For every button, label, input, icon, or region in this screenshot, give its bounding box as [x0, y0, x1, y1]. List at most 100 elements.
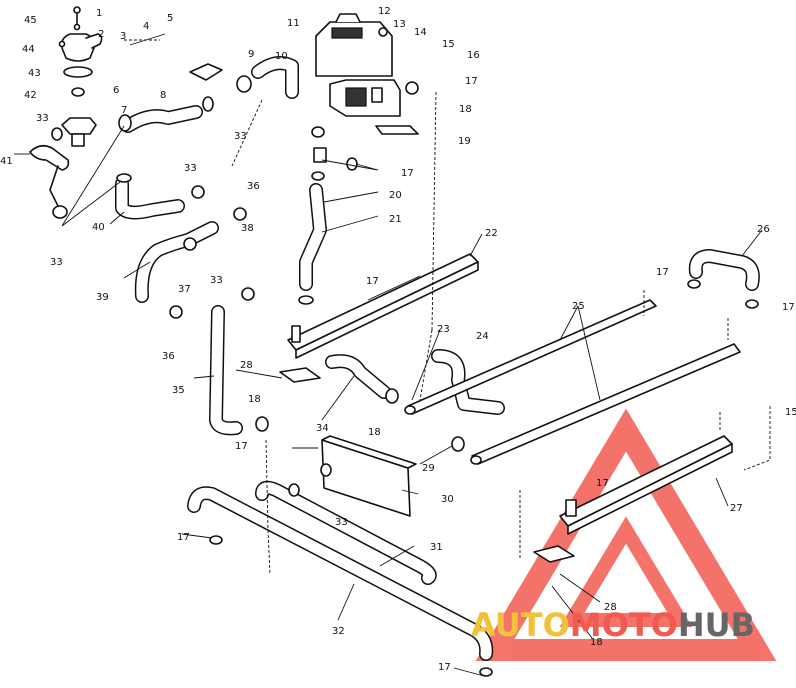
callout-number: 17 — [438, 662, 451, 673]
callout-number: 22 — [485, 228, 498, 239]
callout-number: 28 — [604, 602, 617, 613]
watermark-text-part1: AUTO — [471, 606, 570, 644]
callout-number: 43 — [28, 68, 41, 79]
leader-31 — [379, 545, 415, 567]
dash-lower-left — [265, 439, 271, 575]
watermark-inner-triangle — [559, 516, 693, 627]
dash-right-fittings — [643, 290, 729, 340]
leader-39 — [123, 261, 151, 279]
callout-number: 36 — [247, 181, 260, 192]
clamp-part-30 — [320, 463, 332, 477]
callout-number: 36 — [162, 351, 175, 362]
callout-number: 17 — [177, 532, 190, 543]
tank-neck-part-11 — [331, 27, 363, 39]
clamp-part-33b — [52, 205, 68, 219]
clamp-part-17b — [255, 416, 269, 432]
leader-17-lower-left — [181, 533, 213, 539]
callout-number: 6 — [113, 85, 119, 96]
clamp-hose-8-left — [118, 114, 132, 132]
callout-number: 15 — [785, 407, 796, 418]
callout-number: 16 — [467, 50, 480, 61]
callout-number: 44 — [22, 44, 35, 55]
callout-number: 33 — [36, 113, 49, 124]
callout-number: 33 — [210, 275, 223, 286]
plate-part-28b — [533, 545, 575, 563]
hose-tail-41 — [49, 165, 59, 207]
callout-number: 18 — [248, 394, 261, 405]
callout-number: 15 — [442, 39, 455, 50]
hose-part-35-fill — [210, 306, 242, 434]
callout-number: 21 — [389, 214, 402, 225]
bolt-part-45 — [58, 40, 66, 48]
hose-part-39-fill — [136, 222, 218, 302]
center-hoses — [115, 147, 358, 436]
exchanger-27-fitting — [565, 499, 577, 517]
callout-number: 14 — [414, 27, 427, 38]
callout-number: 17 — [656, 267, 669, 278]
elbow-hose-part-41 — [29, 144, 70, 171]
tank-cap-part-12 — [335, 13, 361, 23]
mid-hoses — [325, 349, 505, 415]
callout-number: 10 — [275, 51, 288, 62]
callout-number: 18 — [459, 104, 472, 115]
callout-number: 13 — [393, 19, 406, 30]
callout-number: 9 — [248, 49, 254, 60]
callout-number: 24 — [476, 331, 489, 342]
dash-15-lower — [719, 406, 771, 471]
clamp-part-17c — [346, 157, 358, 171]
pump-window — [371, 87, 383, 103]
leader-17-center — [321, 159, 379, 171]
clamp-part-36a — [233, 207, 247, 221]
callout-number: 17 — [235, 441, 248, 452]
callout-number: 31 — [430, 542, 443, 553]
callout-number: 33 — [50, 257, 63, 268]
lower-pipes — [187, 480, 494, 677]
radiator-22-top — [287, 253, 479, 351]
housing-base-part-7 — [61, 117, 97, 135]
cap-outlet-neck — [85, 33, 103, 49]
clamp-part-17f — [745, 299, 759, 309]
watermark-logo — [475, 408, 777, 661]
leader-32 — [337, 583, 355, 621]
clamp-part-36b — [169, 305, 183, 319]
callout-number: 39 — [96, 292, 109, 303]
clamp-part-17e — [687, 279, 701, 289]
callout-number: 34 — [316, 423, 329, 434]
callout-number: 42 — [24, 90, 37, 101]
dash-tank-to-radiator — [419, 91, 437, 401]
exchanger-27-side — [567, 443, 733, 535]
rod-part-5 — [129, 33, 166, 46]
callout-number: 40 — [92, 222, 105, 233]
clamp-part-29 — [451, 436, 465, 452]
radiator-22-side — [295, 261, 479, 359]
hose-part-21-fill — [300, 184, 326, 290]
leader-34 — [321, 375, 355, 421]
fitting-part-14 — [378, 27, 388, 37]
leader-28 — [235, 369, 283, 379]
watermark-text-part3: HUB — [678, 606, 755, 644]
callout-number: 33 — [335, 517, 348, 528]
clamp-part-17d — [298, 295, 314, 305]
clamp-part-33f — [288, 483, 300, 497]
bracket-30-lip — [321, 435, 417, 469]
callout-number: 45 — [24, 15, 37, 26]
radiator-25-end-b — [470, 455, 482, 465]
clamp-part-20 — [311, 171, 325, 181]
radiator-long-part-25 — [404, 299, 741, 465]
clamp-part-40-top — [116, 173, 132, 183]
callout-number: 30 — [441, 494, 454, 505]
clamp-part-34 — [385, 388, 399, 404]
radiator-22-fitting — [291, 325, 301, 343]
hose-part-40-fill — [116, 178, 184, 219]
callout-number: 26 — [757, 224, 770, 235]
radiator-22-detail — [367, 275, 421, 301]
callout-number: 17 — [782, 302, 795, 313]
clamp-part-17h — [479, 667, 493, 677]
callout-number: 11 — [287, 18, 300, 29]
leader-27 — [715, 477, 729, 507]
dash-upper-left — [231, 99, 263, 167]
callout-number: 2 — [98, 29, 104, 40]
clamp-part-17g — [209, 535, 223, 545]
